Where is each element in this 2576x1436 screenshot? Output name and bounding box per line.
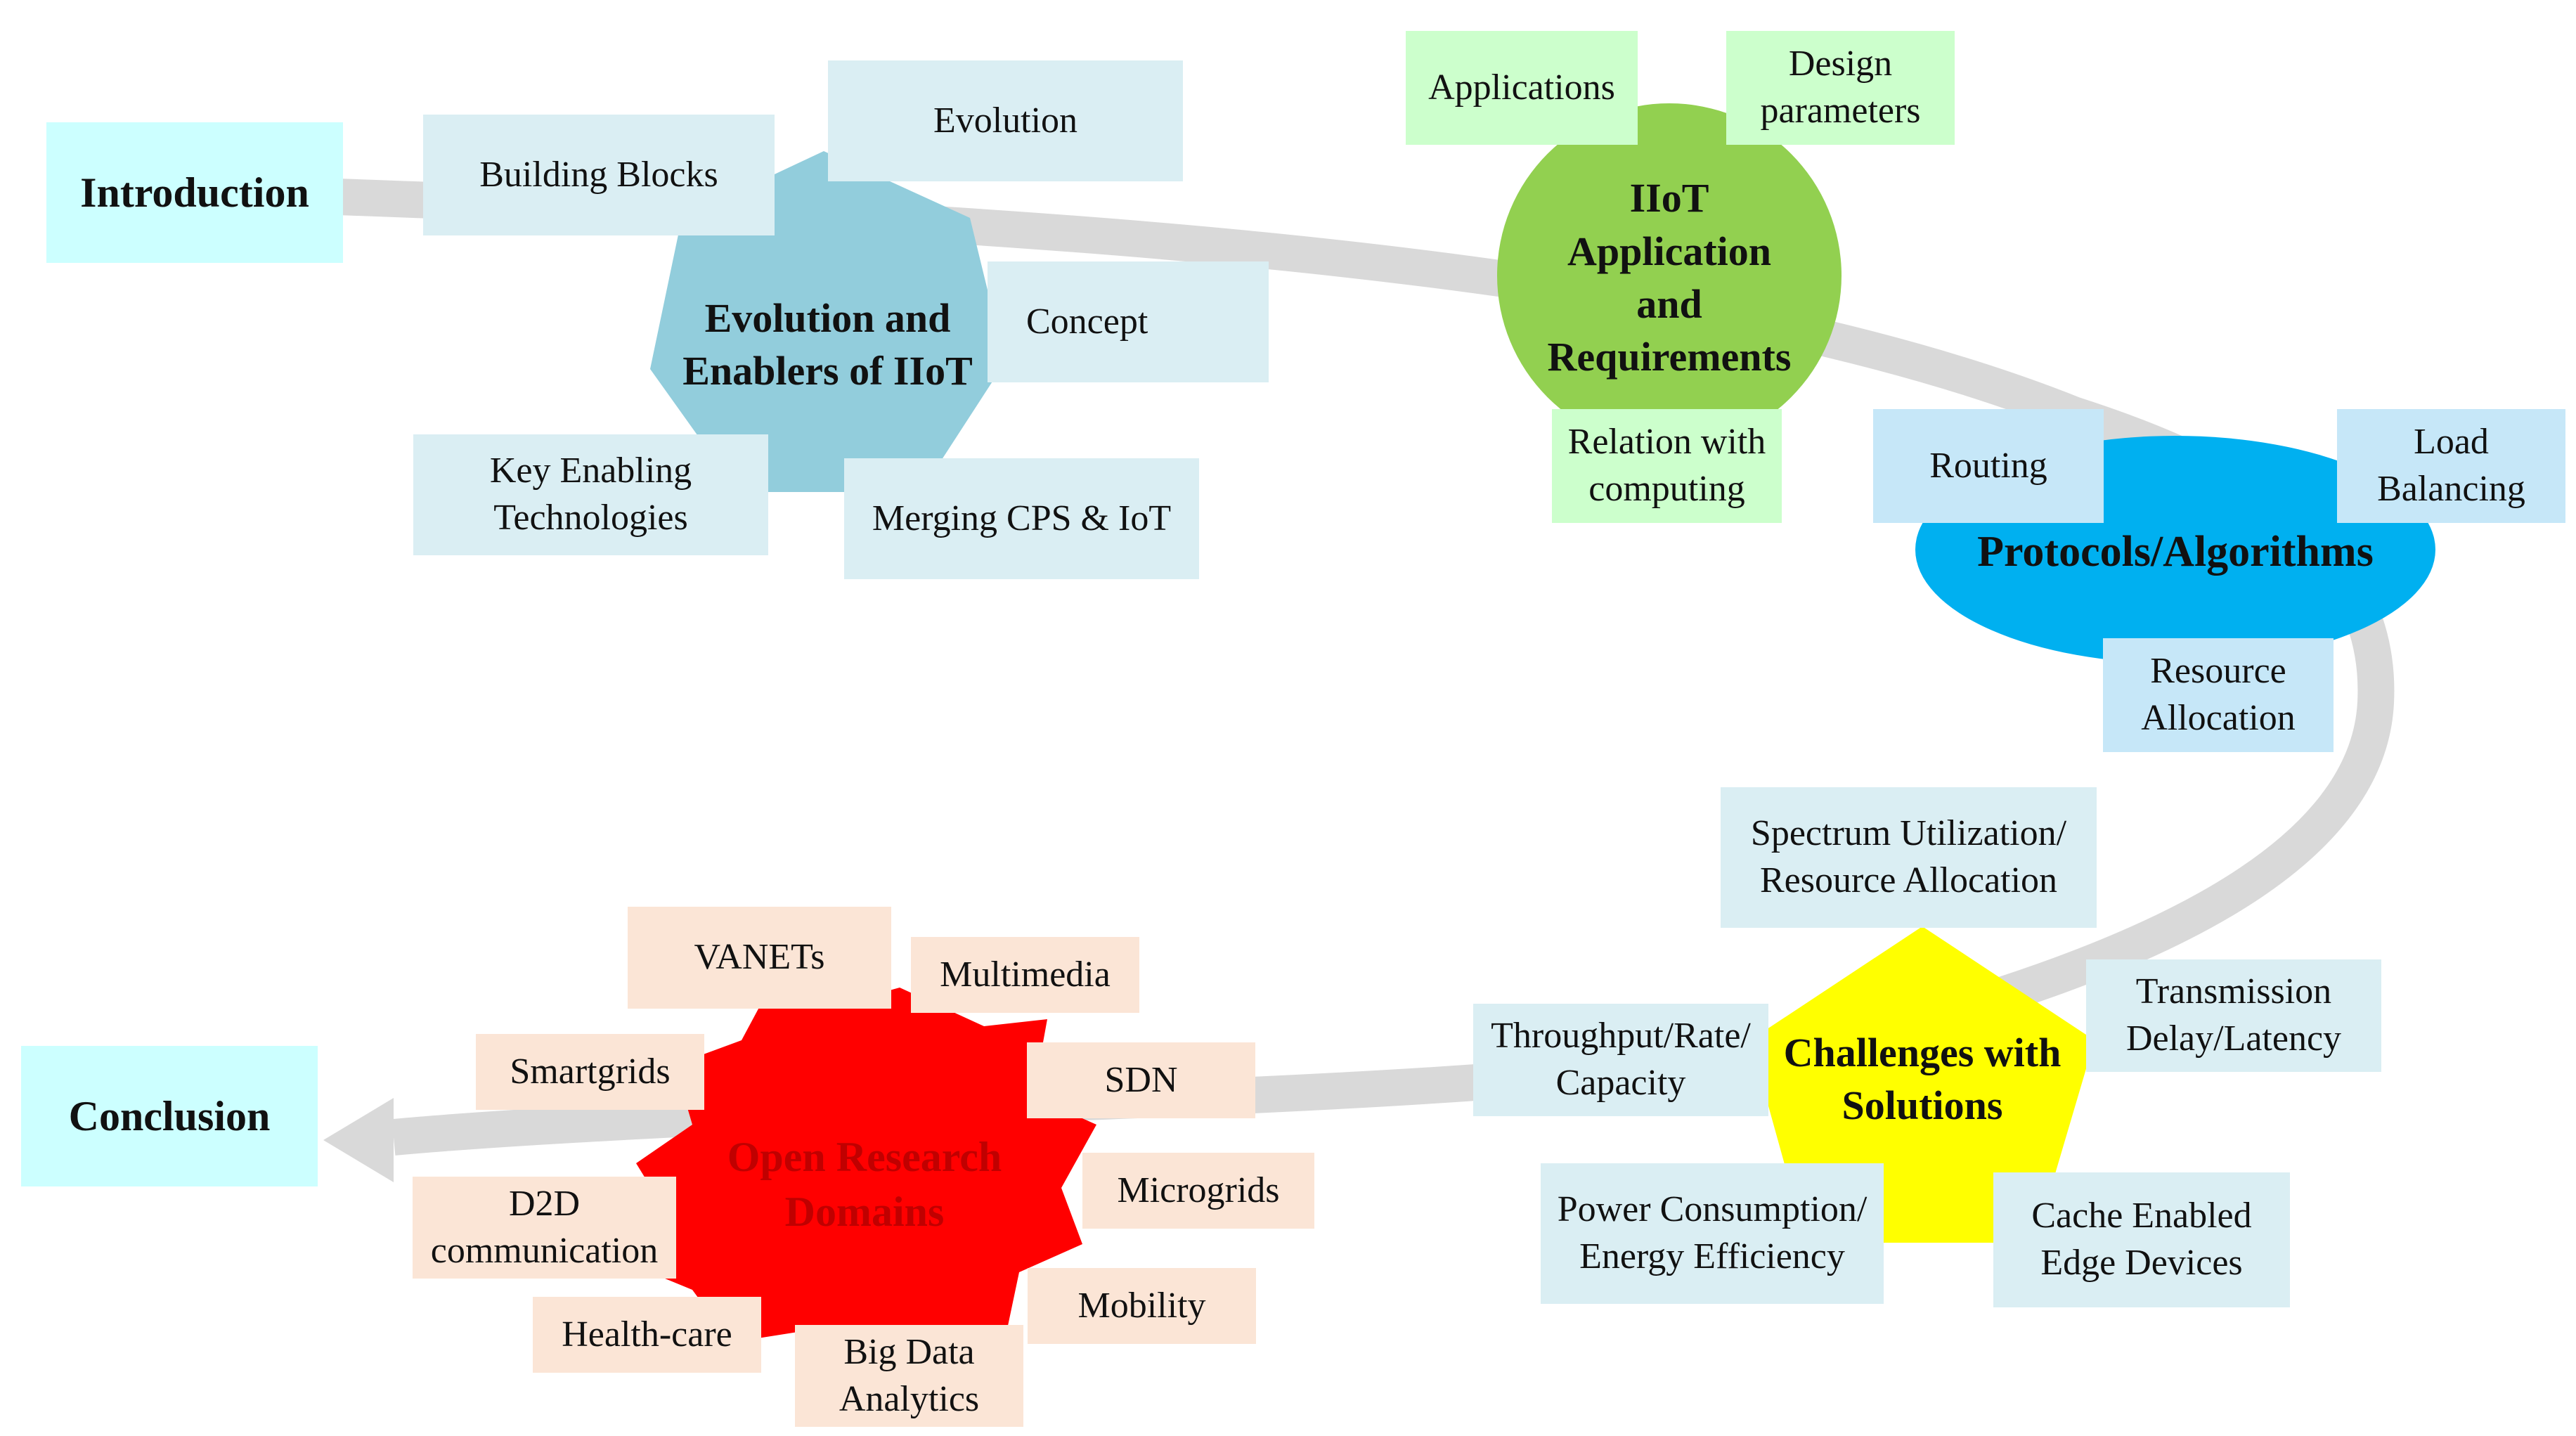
subtopic-smartgrids: Smartgrids bbox=[476, 1034, 704, 1110]
subtopic-load-balancing: Load Balancing bbox=[2337, 409, 2565, 523]
subtopic-relation-with-computing: Relation with computing bbox=[1552, 409, 1782, 523]
research-hub-label: Open Research Domains bbox=[727, 1134, 1002, 1235]
subtopic-sdn: SDN bbox=[1027, 1042, 1255, 1118]
subtopic-merging-cps-iot: Merging CPS & IoT bbox=[844, 458, 1199, 579]
subtopic-design-parameters: Design parameters bbox=[1726, 31, 1955, 145]
conclusion-box: Conclusion bbox=[21, 1046, 318, 1186]
iiot-hub-label: IIoT Application and Requirements bbox=[1547, 175, 1792, 380]
subtopic-routing: Routing bbox=[1873, 409, 2104, 523]
subtopic-throughput: Throughput/Rate/ Capacity bbox=[1473, 1004, 1768, 1116]
flow-arrowhead bbox=[323, 1098, 394, 1182]
subtopic-key-enabling-technologies: Key Enabling Technologies bbox=[413, 434, 768, 555]
subtopic-transmission-delay: Transmission Delay/Latency bbox=[2086, 959, 2381, 1072]
introduction-box: Introduction bbox=[46, 122, 343, 263]
subtopic-d2d-communication: D2D communication bbox=[413, 1177, 676, 1279]
subtopic-health-care: Health-care bbox=[533, 1297, 761, 1373]
subtopic-vanets: VANETs bbox=[628, 907, 891, 1009]
subtopic-mobility: Mobility bbox=[1028, 1268, 1256, 1344]
subtopic-power-consumption: Power Consumption/ Energy Efficiency bbox=[1541, 1163, 1884, 1304]
subtopic-building-blocks: Building Blocks bbox=[423, 115, 775, 235]
subtopic-cache-enabled-edge: Cache Enabled Edge Devices bbox=[1993, 1172, 2290, 1307]
subtopic-resource-allocation: Resource Allocation bbox=[2103, 638, 2334, 752]
subtopic-evolution: Evolution bbox=[828, 60, 1183, 181]
subtopic-big-data-analytics: Big Data Analytics bbox=[795, 1325, 1023, 1427]
subtopic-applications: Applications bbox=[1406, 31, 1638, 145]
subtopic-spectrum-utilization: Spectrum Utilization/ Resource Allocatio… bbox=[1721, 787, 2097, 928]
subtopic-microgrids: Microgrids bbox=[1082, 1153, 1314, 1229]
subtopic-multimedia: Multimedia bbox=[911, 937, 1139, 1013]
evolution-hub-label: Evolution and Enablers of IIoT bbox=[682, 295, 973, 394]
protocols-hub-label: Protocols/Algorithms bbox=[1977, 527, 2374, 576]
challenges-hub-label: Challenges with Solutions bbox=[1783, 1029, 2062, 1128]
subtopic-concept: Concept bbox=[988, 261, 1269, 382]
